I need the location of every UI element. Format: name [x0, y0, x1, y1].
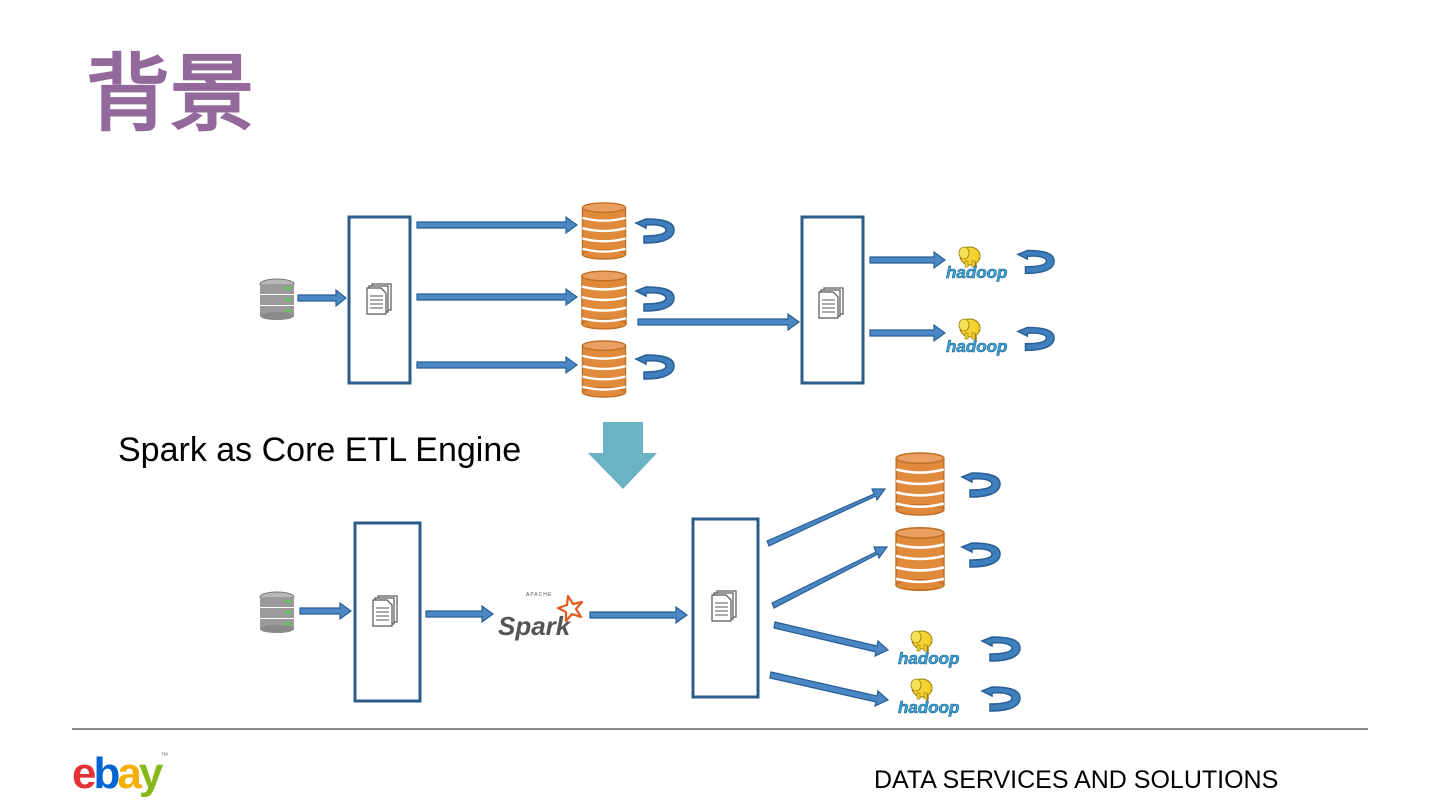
spark-logo: APACHE Spark	[498, 592, 584, 641]
flow-arrow	[869, 323, 947, 343]
svg-text:Spark: Spark	[498, 611, 572, 641]
logo-letter-a: a	[117, 749, 142, 798]
svg-text:hadoop: hadoop	[898, 698, 959, 717]
svg-text:hadoop: hadoop	[898, 649, 959, 668]
flow-arrow	[297, 288, 347, 308]
transition-down-arrow	[588, 422, 657, 489]
hadoop-logo: hadoop	[946, 246, 1008, 282]
flow-arrow	[299, 601, 353, 621]
curl-arrow-icon	[1017, 326, 1055, 352]
trademark-mark: ™	[160, 751, 169, 760]
database-icon	[259, 591, 295, 633]
flow-arrow	[771, 546, 889, 609]
logo-letter-e: e	[72, 749, 97, 798]
svg-text:hadoop: hadoop	[946, 337, 1007, 356]
slide-title: 背景	[86, 45, 255, 143]
document-icon	[366, 283, 392, 315]
document-icon	[711, 590, 737, 622]
curl-arrow-icon	[635, 286, 675, 312]
ebay-logo: ebay™	[72, 752, 168, 796]
flow-arrow	[589, 605, 689, 625]
curl-arrow-icon	[1017, 249, 1055, 275]
flow-arrow	[869, 250, 947, 270]
flow-arrow	[769, 671, 890, 708]
flow-arrow	[425, 604, 495, 624]
orange-database-icon	[581, 202, 627, 260]
orange-database-icon	[581, 340, 627, 398]
curl-arrow-icon	[981, 686, 1021, 712]
flow-arrow	[637, 312, 801, 332]
flow-arrow	[416, 215, 579, 235]
flow-arrow	[416, 287, 579, 307]
curl-arrow-icon	[981, 636, 1021, 662]
flow-arrow	[416, 355, 579, 375]
footer-text: DATA SERVICES AND SOLUTIONS	[874, 766, 1279, 794]
orange-database-icon	[580, 270, 628, 330]
footer-divider	[72, 728, 1368, 730]
top-flow: hadoop hadoop	[259, 202, 1055, 398]
logo-letter-b: b	[93, 749, 120, 798]
orange-database-icon	[894, 452, 946, 516]
diagram-caption: Spark as Core ETL Engine	[118, 431, 522, 469]
database-icon	[259, 278, 295, 320]
curl-arrow-icon	[635, 354, 675, 380]
document-icon	[818, 287, 844, 319]
svg-text:APACHE: APACHE	[526, 592, 552, 598]
hadoop-logo: hadoop	[898, 630, 960, 668]
svg-text:hadoop: hadoop	[946, 263, 1007, 282]
curl-arrow-icon	[961, 472, 1001, 498]
hadoop-logo: hadoop	[946, 318, 1008, 356]
hadoop-logo: hadoop	[898, 678, 960, 717]
bottom-flow: APACHE Spark hadoop hadoop	[259, 452, 1021, 717]
curl-arrow-icon	[635, 218, 675, 244]
curl-arrow-icon	[961, 542, 1001, 568]
flow-arrow	[766, 488, 887, 547]
orange-database-icon	[894, 526, 946, 592]
flow-arrow	[773, 621, 890, 658]
logo-letter-y: y	[138, 749, 164, 798]
etl-diagram: hadoop hadoop APACHE Spark	[259, 202, 1055, 717]
document-icon	[372, 595, 398, 627]
